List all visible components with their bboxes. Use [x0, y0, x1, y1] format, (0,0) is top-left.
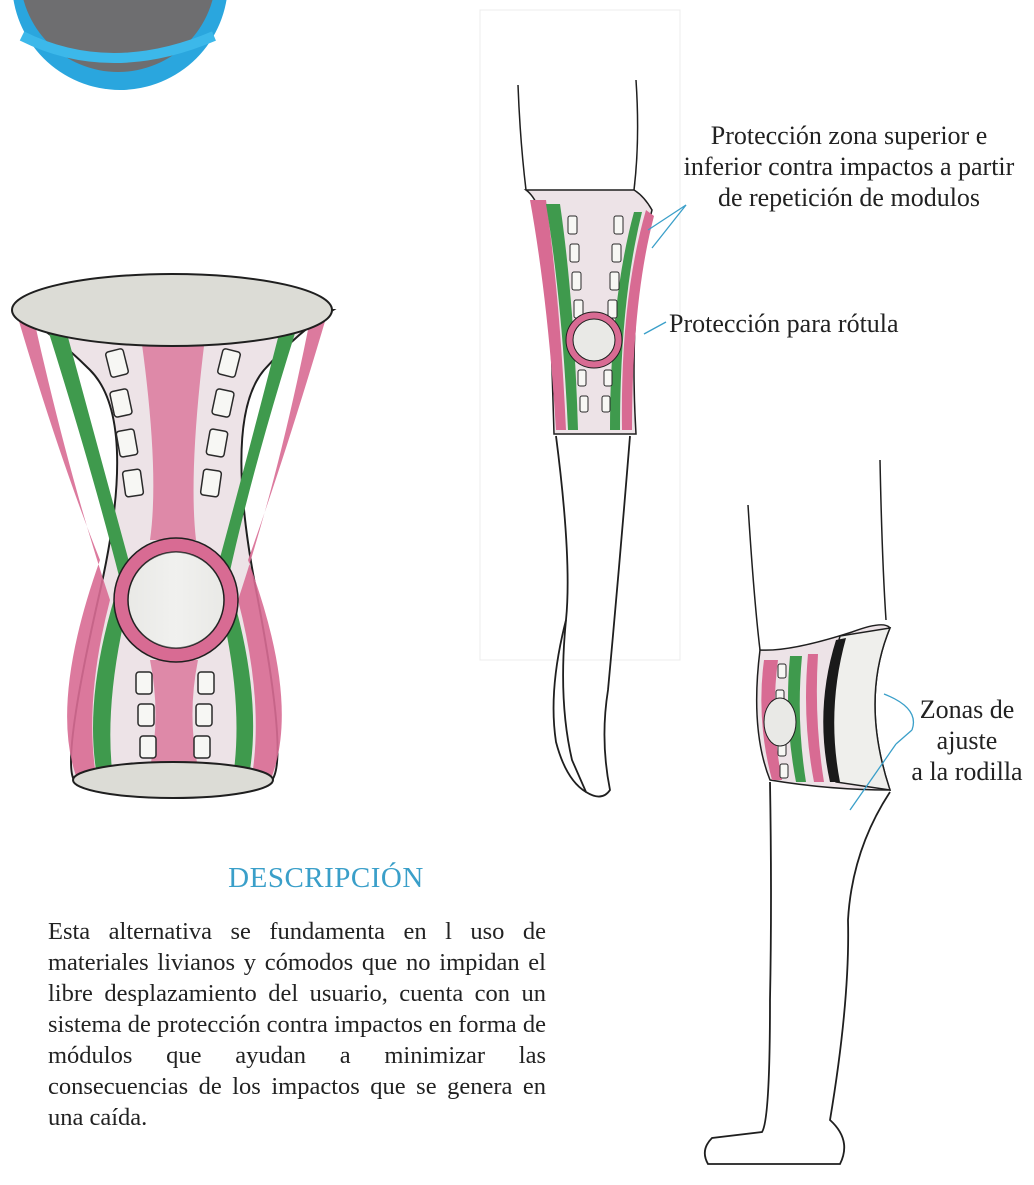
adjustment-zones-line: ajuste	[900, 725, 1034, 756]
knee-sleeve-front-view	[12, 274, 333, 798]
upper-protection-label: Protección zona superior e inferior cont…	[664, 120, 1034, 213]
kneecap-protection-label: Protección para rótula	[669, 308, 899, 339]
adjustment-zones-line: a la rodilla	[900, 756, 1034, 787]
upper-protection-line: Protección zona superior e	[664, 120, 1034, 151]
upper-protection-line: inferior contra impactos a partir	[664, 151, 1034, 182]
leg-front-view	[480, 10, 680, 797]
adjustment-zones-line: Zonas de	[900, 694, 1034, 725]
leg-side-view	[705, 460, 890, 1164]
description-body: Esta alternativa se fundamenta en l uso …	[48, 916, 546, 1133]
adjustment-zones-label: Zonas de ajuste a la rodilla	[900, 694, 1034, 787]
section-badge-icon	[12, 0, 228, 90]
description-title: DESCRIPCIÓN	[158, 862, 494, 895]
upper-protection-line: de repetición de modulos	[664, 182, 1034, 213]
